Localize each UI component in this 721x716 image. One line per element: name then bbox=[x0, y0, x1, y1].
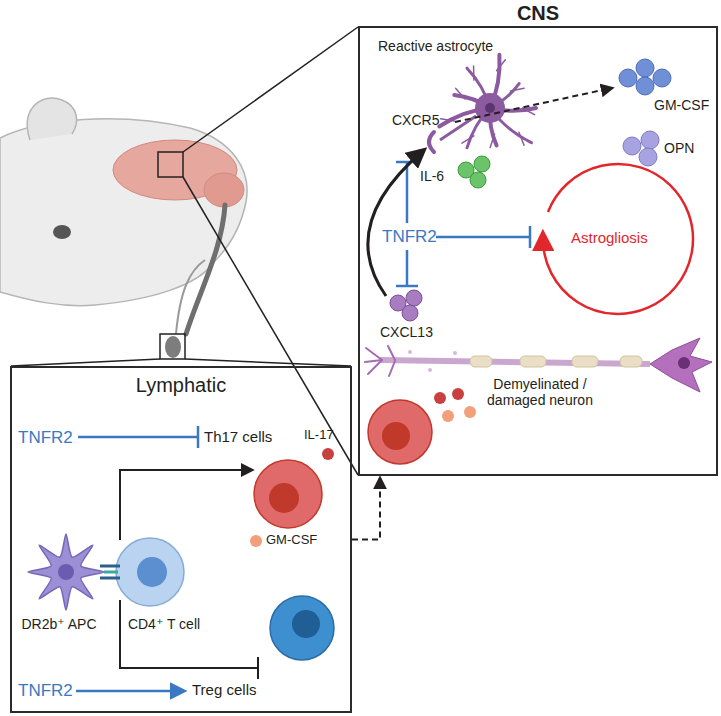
cell-label: Th17 cells bbox=[204, 428, 272, 445]
tnfr2-lymph-arrows bbox=[76, 426, 198, 691]
th17-cell bbox=[250, 448, 334, 547]
astrocyte-branch bbox=[510, 88, 524, 91]
cell-label: CD4⁺ T cell bbox=[126, 616, 202, 632]
opn-cluster bbox=[623, 131, 659, 166]
panel-title: CNS bbox=[517, 2, 559, 25]
chemotaxis-arrow bbox=[368, 150, 424, 296]
astrocyte bbox=[439, 55, 536, 148]
th17-cns bbox=[368, 388, 476, 464]
gm-csf-cluster bbox=[619, 59, 671, 95]
tnfr2-label: TNFR2 bbox=[18, 681, 73, 701]
astrogliosis-loop bbox=[543, 164, 693, 314]
myelin-segment bbox=[470, 356, 492, 367]
astrocyte-branch bbox=[441, 119, 455, 121]
myelin-segment bbox=[620, 356, 642, 367]
astrocyte-branch bbox=[473, 66, 475, 80]
astrocyte-branch bbox=[462, 136, 474, 143]
neuron-label: Demyelinated / damaged neuron bbox=[472, 376, 608, 408]
cell-label: Treg cells bbox=[192, 681, 256, 698]
zoom-frame bbox=[11, 27, 358, 475]
reactive-astrocyte-label: Reactive astrocyte bbox=[378, 38, 493, 54]
astrogliosis-label: Astrogliosis bbox=[571, 229, 648, 246]
receptor-label: CXCR5 bbox=[392, 112, 439, 128]
treg-cell bbox=[270, 596, 334, 660]
tnfr2-inhibition bbox=[396, 162, 530, 286]
astrocyte-branch bbox=[522, 108, 534, 115]
panel: CNS bbox=[358, 26, 718, 476]
cell-label: DR2b⁺ APC bbox=[20, 616, 98, 632]
myelin-segment bbox=[520, 356, 546, 367]
cytokine-label: IL-17 bbox=[304, 428, 334, 443]
astrocyte-branch bbox=[490, 134, 494, 147]
myelin-segment bbox=[572, 356, 598, 367]
il6-cluster bbox=[458, 156, 490, 188]
cytokine-label: GM-CSF bbox=[266, 533, 317, 548]
astrocyte-branch bbox=[497, 60, 506, 71]
cytokine-label: OPN bbox=[664, 140, 694, 156]
dashed-arrow bbox=[352, 478, 380, 540]
apc-cell bbox=[28, 534, 104, 610]
cd4-t-cell bbox=[100, 538, 184, 606]
cxcl13-cluster bbox=[390, 290, 422, 321]
cytokine-label: IL-6 bbox=[420, 168, 444, 184]
mouse-head bbox=[0, 98, 247, 358]
chemokine-label: CXCL13 bbox=[380, 324, 433, 340]
cytokine-label: GM-CSF bbox=[654, 97, 709, 113]
panel-title: Lymphatic bbox=[136, 374, 226, 397]
t-cell-fate-arrows bbox=[120, 470, 258, 679]
tnfr2-label: TNFR2 bbox=[18, 428, 73, 448]
secretion-arrow bbox=[455, 88, 612, 122]
tnfr2-label: TNFR2 bbox=[382, 227, 437, 247]
astrocyte-branch bbox=[456, 88, 465, 99]
astrocyte-branch bbox=[519, 132, 524, 145]
